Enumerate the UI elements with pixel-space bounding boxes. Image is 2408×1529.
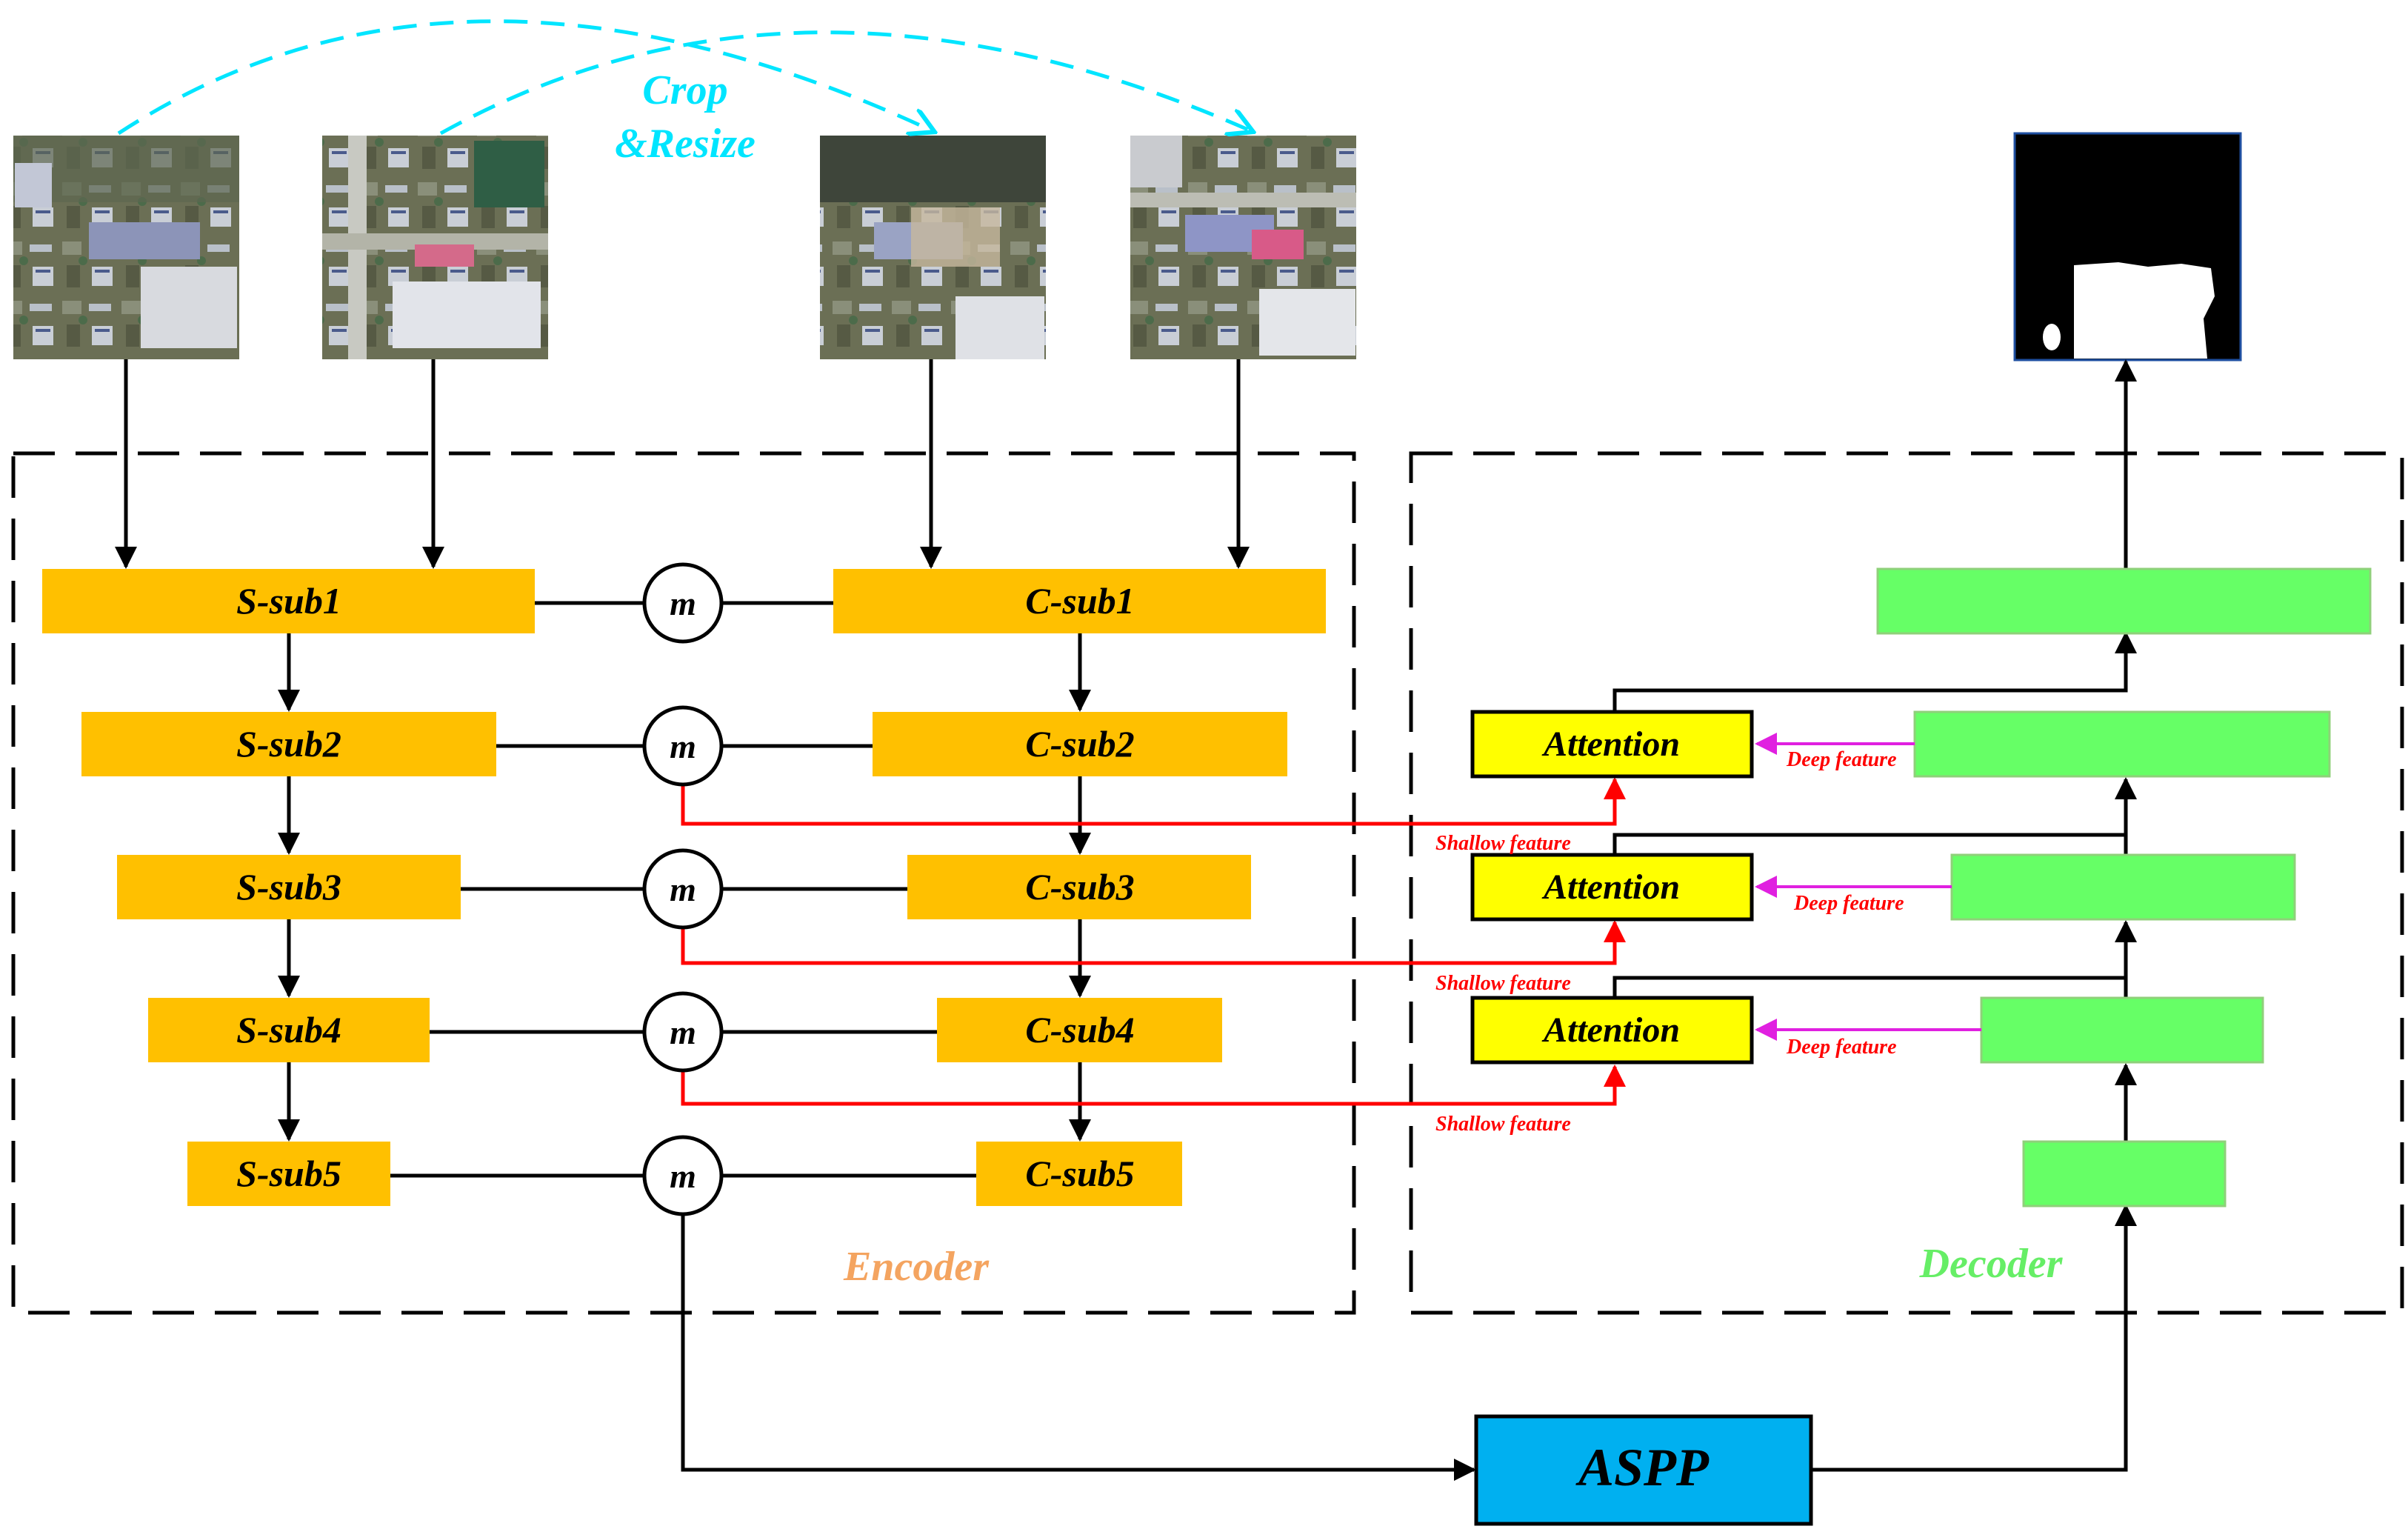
- feature-labels: Deep feature Deep feature Deep feature S…: [1435, 748, 1904, 1136]
- input-image-3: [820, 136, 1046, 359]
- decoder-block-5: [2022, 1140, 2227, 1207]
- input-image-2: [322, 136, 548, 359]
- encoder-arrows: [278, 630, 1091, 1142]
- s-sub5-label: S-sub5: [236, 1153, 341, 1194]
- decoder-block-1: [1876, 567, 2372, 635]
- decoder-title: Decoder: [1919, 1241, 2064, 1287]
- c-sub4-block: [937, 998, 1222, 1062]
- s-sub1-block: [42, 569, 535, 633]
- merge-node-3-label: m: [670, 870, 696, 908]
- c-sub4-label: C-sub4: [1025, 1009, 1134, 1050]
- attention-3-label: Attention: [1541, 1010, 1680, 1050]
- s-sub4-label: S-sub4: [236, 1009, 341, 1050]
- c-sub2-label: C-sub2: [1025, 723, 1134, 764]
- s-sub2-block: [81, 712, 496, 776]
- c-sub5-block: [976, 1142, 1182, 1206]
- deep-feature-label-1: Deep feature: [1786, 748, 1897, 771]
- merge-node-5: [642, 1135, 724, 1216]
- c-sub1-block: [833, 569, 1326, 633]
- aspp-label: ASPP: [1575, 1438, 1710, 1497]
- c-sub3-label: C-sub3: [1025, 866, 1134, 907]
- s-sub4-block: [148, 998, 430, 1062]
- merge-node-1-label: m: [670, 584, 696, 622]
- aspp-block: [1474, 1414, 1813, 1526]
- attention-1-label: Attention: [1541, 724, 1680, 764]
- decoder-arrows: [1612, 359, 2137, 1142]
- merge-node-5-label: m: [670, 1157, 696, 1195]
- c-sub3-block: [907, 855, 1251, 919]
- s-sub1-label: S-sub1: [236, 580, 341, 622]
- crop-label: Crop: [642, 67, 727, 113]
- merge-node-2: [642, 705, 724, 787]
- decoder-blocks: [1876, 567, 2372, 1207]
- shallow-feature-arrows: [681, 777, 1626, 1106]
- attention-blocks: Attention Attention Attention: [1470, 710, 1754, 1065]
- merge-node-4: [642, 991, 724, 1073]
- shallow-feature-label-2: Shallow feature: [1435, 972, 1571, 995]
- s-sub3-label: S-sub3: [236, 866, 341, 907]
- merge-node-1: [642, 562, 724, 644]
- decoder-block-2: [1913, 710, 2331, 778]
- input-image-4: [1130, 136, 1356, 359]
- s-sub5-block: [187, 1142, 390, 1206]
- deep-feature-label-3: Deep feature: [1786, 1036, 1897, 1059]
- s-sub3-block: [117, 855, 461, 919]
- c-sub-blocks: C-sub1 C-sub2 C-sub3 C-sub4 C-sub5: [833, 569, 1326, 1206]
- decoder-block-3: [1950, 853, 2296, 921]
- output-mask-image: [2013, 132, 2242, 362]
- c-sub5-label: C-sub5: [1025, 1153, 1134, 1194]
- attention-block-1: [1470, 710, 1754, 779]
- merge-node-4-label: m: [670, 1013, 696, 1051]
- s-sub-blocks: S-sub1 S-sub2 S-sub3 S-sub4 S-sub5: [42, 569, 535, 1206]
- merge-node-2-label: m: [670, 727, 696, 765]
- input-arrows: [115, 359, 1250, 569]
- attention-block-3: [1470, 996, 1754, 1065]
- encoder-title: Encoder: [843, 1244, 990, 1290]
- c-sub2-block: [873, 712, 1287, 776]
- s-sub2-label: S-sub2: [236, 723, 341, 764]
- merge-nodes: m m m m m: [642, 562, 724, 1216]
- merge-node-3: [642, 848, 724, 930]
- aspp-connections: [681, 1204, 2137, 1481]
- c-sub1-label: C-sub1: [1025, 580, 1134, 622]
- crop-resize-arrows: [117, 19, 1248, 133]
- resize-label: &Resize: [615, 121, 756, 167]
- merge-links: [390, 601, 976, 1178]
- shallow-feature-label-1: Shallow feature: [1435, 832, 1571, 855]
- deep-feature-label-2: Deep feature: [1793, 892, 1904, 915]
- decoder-box: [1409, 451, 2404, 1315]
- input-image-1: [13, 136, 239, 359]
- decoder-block-4: [1980, 996, 2264, 1064]
- deep-feature-arrows: [1755, 733, 1981, 1041]
- attention-2-label: Attention: [1541, 867, 1680, 907]
- shallow-feature-label-3: Shallow feature: [1435, 1113, 1571, 1136]
- attention-block-2: [1470, 853, 1754, 922]
